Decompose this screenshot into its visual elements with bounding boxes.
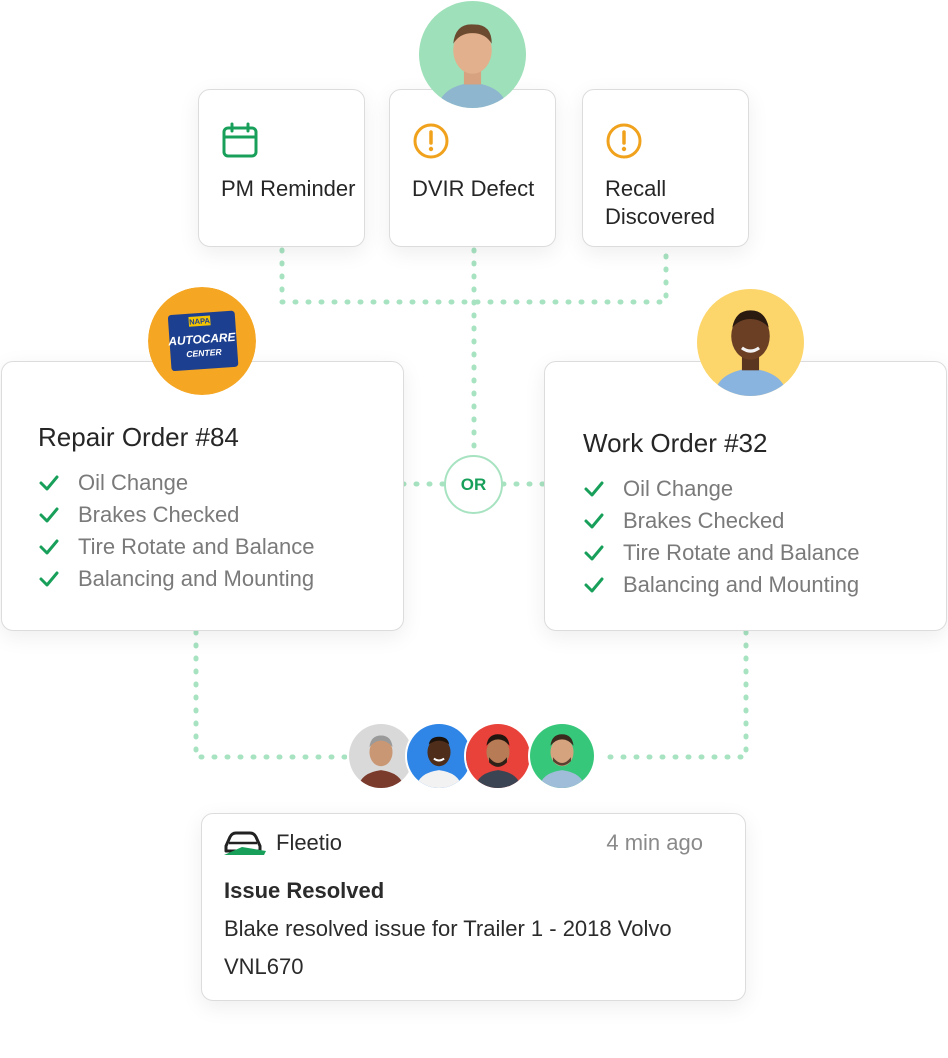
check-icon [39,475,59,491]
check-icon [584,481,604,497]
napa-autocare-logo: NAPA AUTOCARE CENTER [148,287,256,395]
check-icon [584,545,604,561]
alert-circle-icon [413,123,449,159]
check-icon [584,577,604,593]
check-icon [39,571,59,587]
check-icon [39,507,59,523]
list-item: Tire Rotate and Balance [38,531,403,563]
list-item: Brakes Checked [583,505,946,537]
repair-order-checklist: Oil Change Brakes Checked Tire Rotate an… [38,467,403,595]
list-item: Balancing and Mounting [583,569,946,601]
driver-avatar [419,1,526,108]
check-icon [39,539,59,555]
work-order-title: Work Order #32 [583,428,768,458]
notification-header: Fleetio 4 min ago [224,828,723,858]
check-icon [584,513,604,529]
napa-logo-text: NAPA [189,316,211,326]
notification-card[interactable]: Fleetio 4 min ago Issue Resolved Blake r… [201,813,746,1001]
repair-order-title: Repair Order #84 [38,422,239,452]
work-order-card[interactable]: Work Order #32 Oil Change Brakes Checked… [544,361,947,631]
team-avatar-3 [464,722,532,790]
notification-title: Issue Resolved [224,878,385,903]
team-avatar-2 [405,722,473,790]
trigger-label: DVIR Defect [412,176,535,201]
notification-app-name: Fleetio [276,830,343,855]
list-item: Tire Rotate and Balance [583,537,946,569]
trigger-label: Recall Discovered [605,176,716,229]
technician-avatar [697,289,804,396]
repair-order-card[interactable]: Repair Order #84 Oil Change Brakes Check… [1,361,404,631]
team-avatar-1 [347,722,415,790]
trigger-card-pm-reminder[interactable]: PM Reminder [198,89,365,247]
work-order-checklist: Oil Change Brakes Checked Tire Rotate an… [583,473,946,601]
autocare-logo-text: AUTOCARE [167,330,237,349]
notification-body: Blake resolved issue for Trailer 1 - 201… [224,916,672,979]
fleetio-logo-icon [224,831,266,855]
notification-timestamp: 4 min ago [606,830,703,855]
trigger-card-recall-discovered[interactable]: Recall Discovered [582,89,749,247]
list-item: Brakes Checked [38,499,403,531]
team-avatar-4 [528,722,596,790]
calendar-icon [222,122,258,158]
trigger-label: PM Reminder [221,176,356,201]
trigger-card-dvir-defect[interactable]: DVIR Defect [389,89,556,247]
list-item: Oil Change [583,473,946,505]
or-badge: OR [444,455,503,514]
center-logo-text: CENTER [186,347,223,360]
list-item: Oil Change [38,467,403,499]
list-item: Balancing and Mounting [38,563,403,595]
alert-circle-icon [606,123,642,159]
